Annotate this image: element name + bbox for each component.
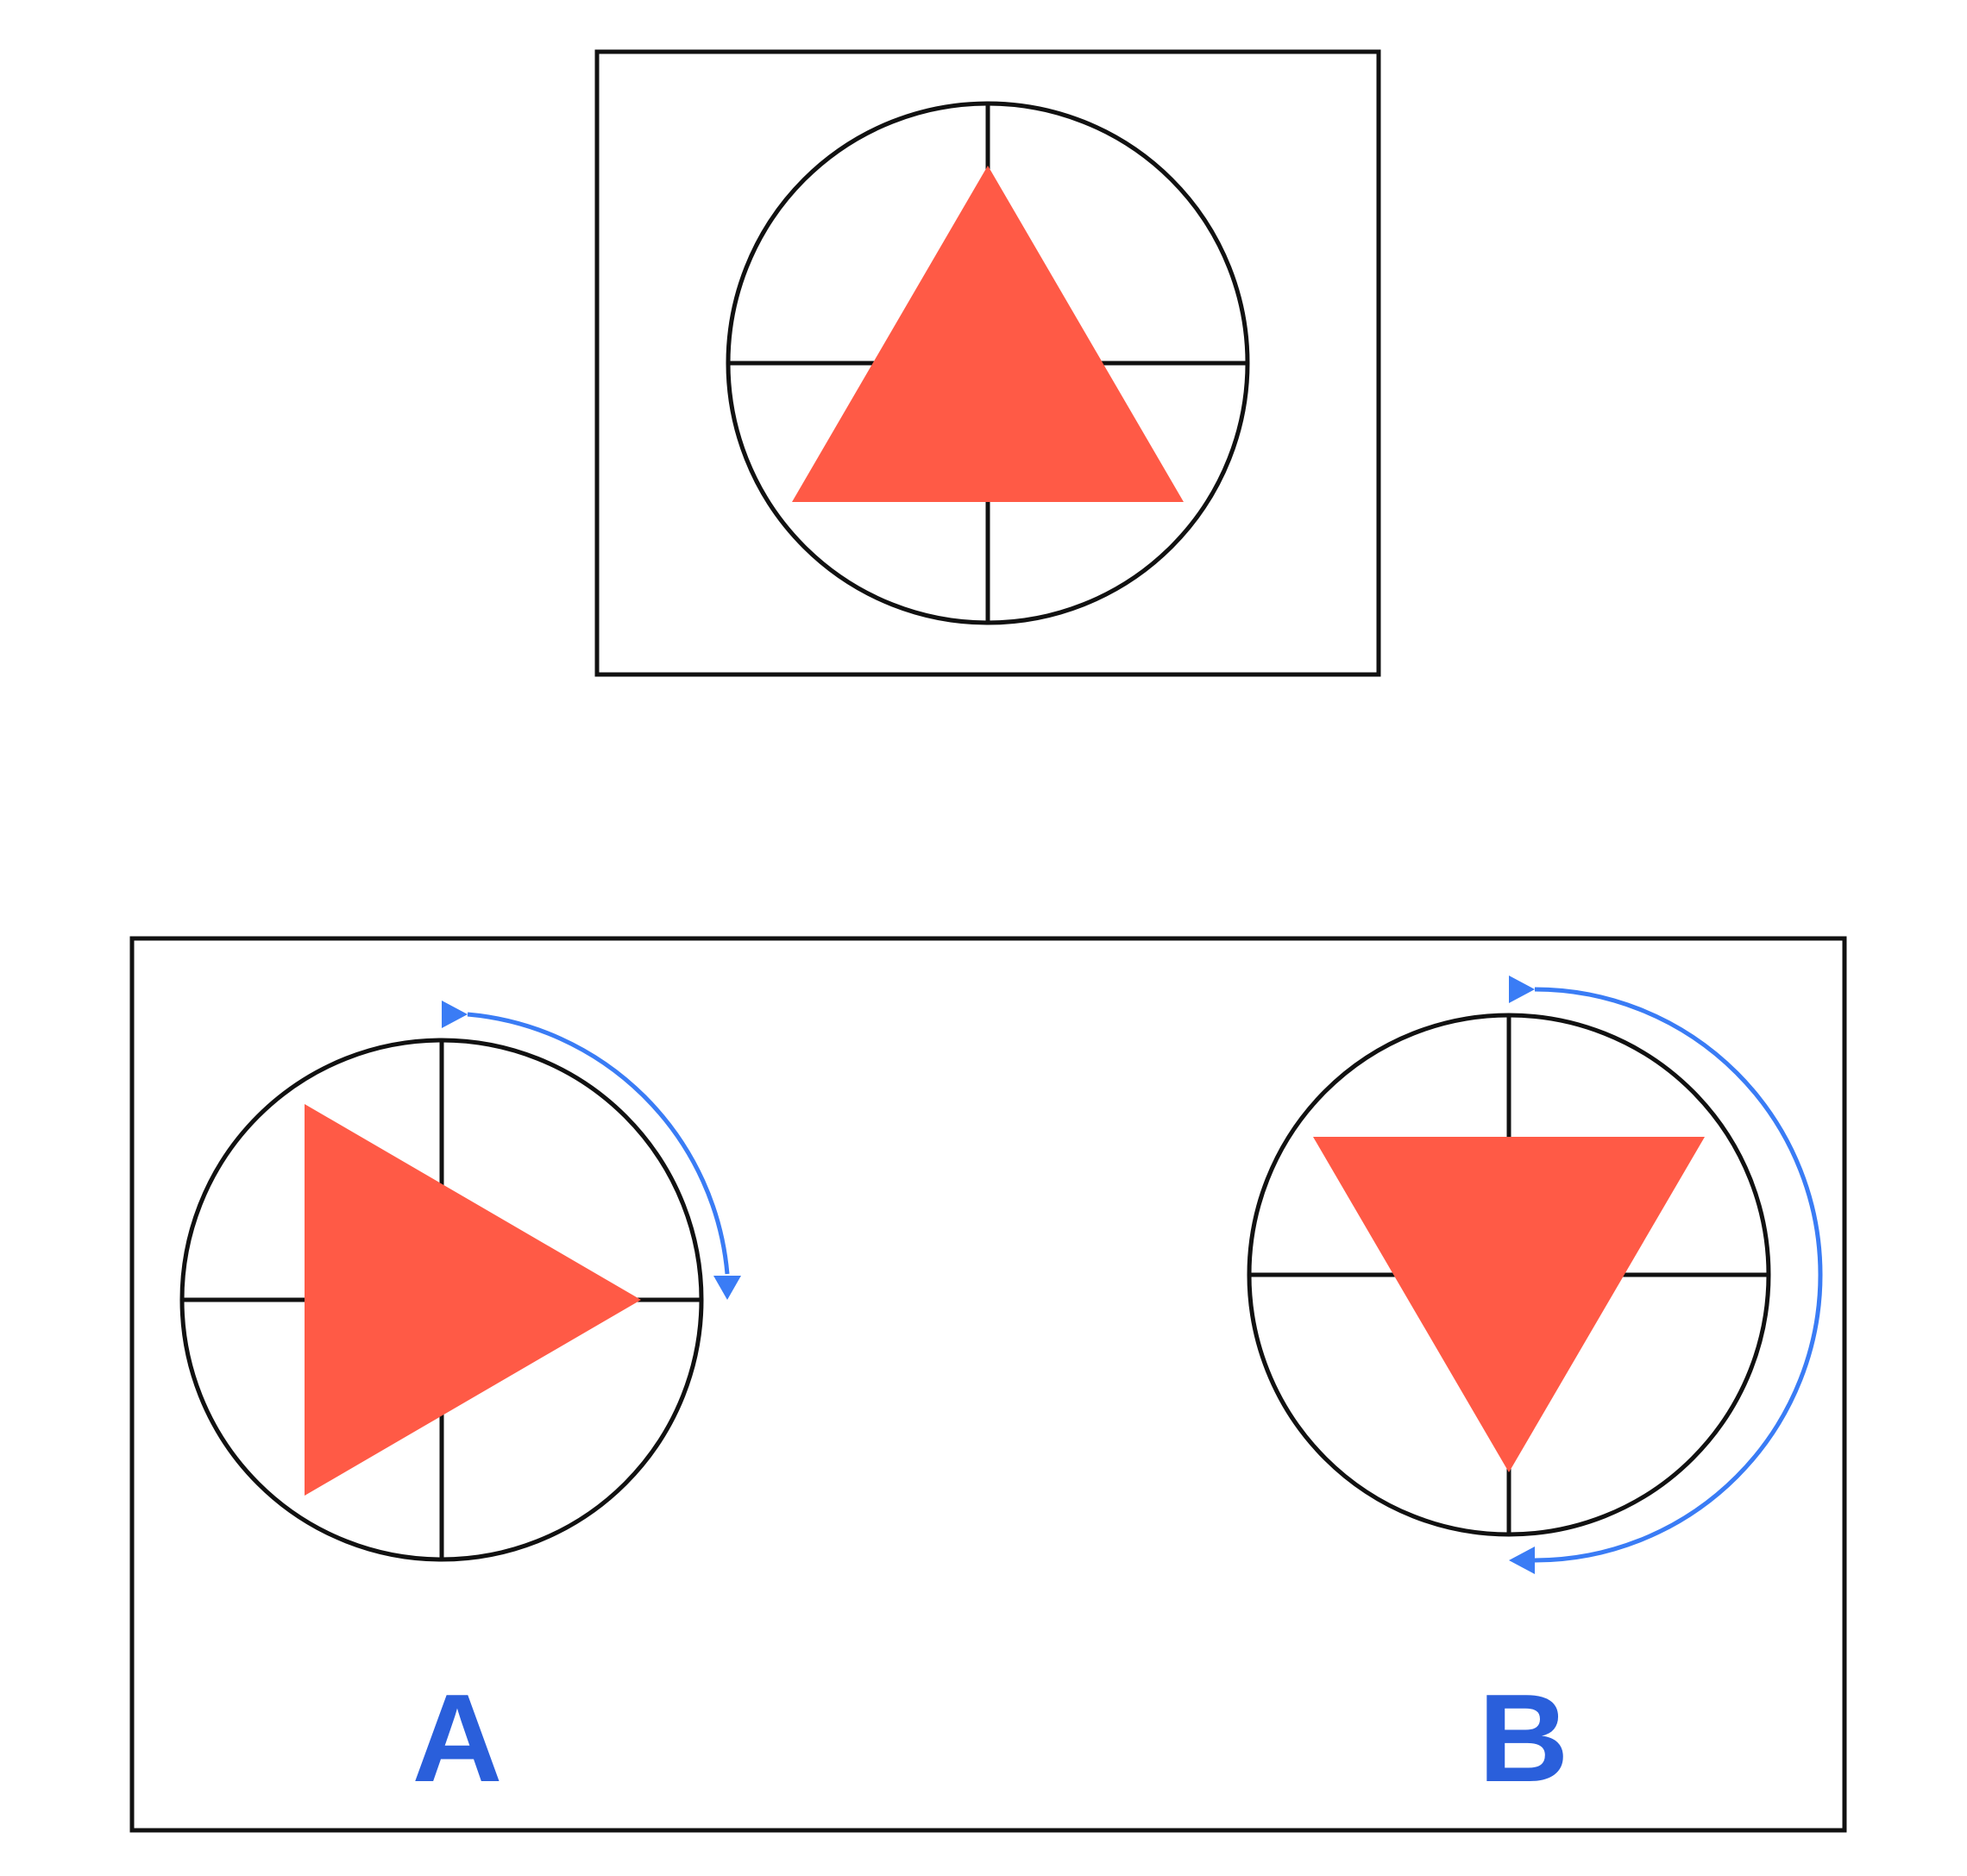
- option-a-label: A: [412, 1668, 503, 1808]
- reference-frame: [594, 49, 1381, 677]
- option-a-rotation-arrow-icon: [442, 1001, 741, 1300]
- options-frame: [129, 936, 1847, 1833]
- option-b[interactable]: B: [1247, 976, 1823, 1808]
- option-b-label: B: [1479, 1668, 1569, 1808]
- reference-dial: [726, 101, 1250, 625]
- option-b-triangle-down: [1313, 1137, 1705, 1472]
- reference-panel: [594, 49, 1381, 677]
- option-b-rotation-arrow-icon: [1509, 976, 1823, 1574]
- option-a[interactable]: A: [179, 1001, 741, 1808]
- options-panel: A B: [129, 936, 1847, 1833]
- reference-triangle-up: [792, 166, 1184, 502]
- option-a-triangle-right: [305, 1104, 641, 1496]
